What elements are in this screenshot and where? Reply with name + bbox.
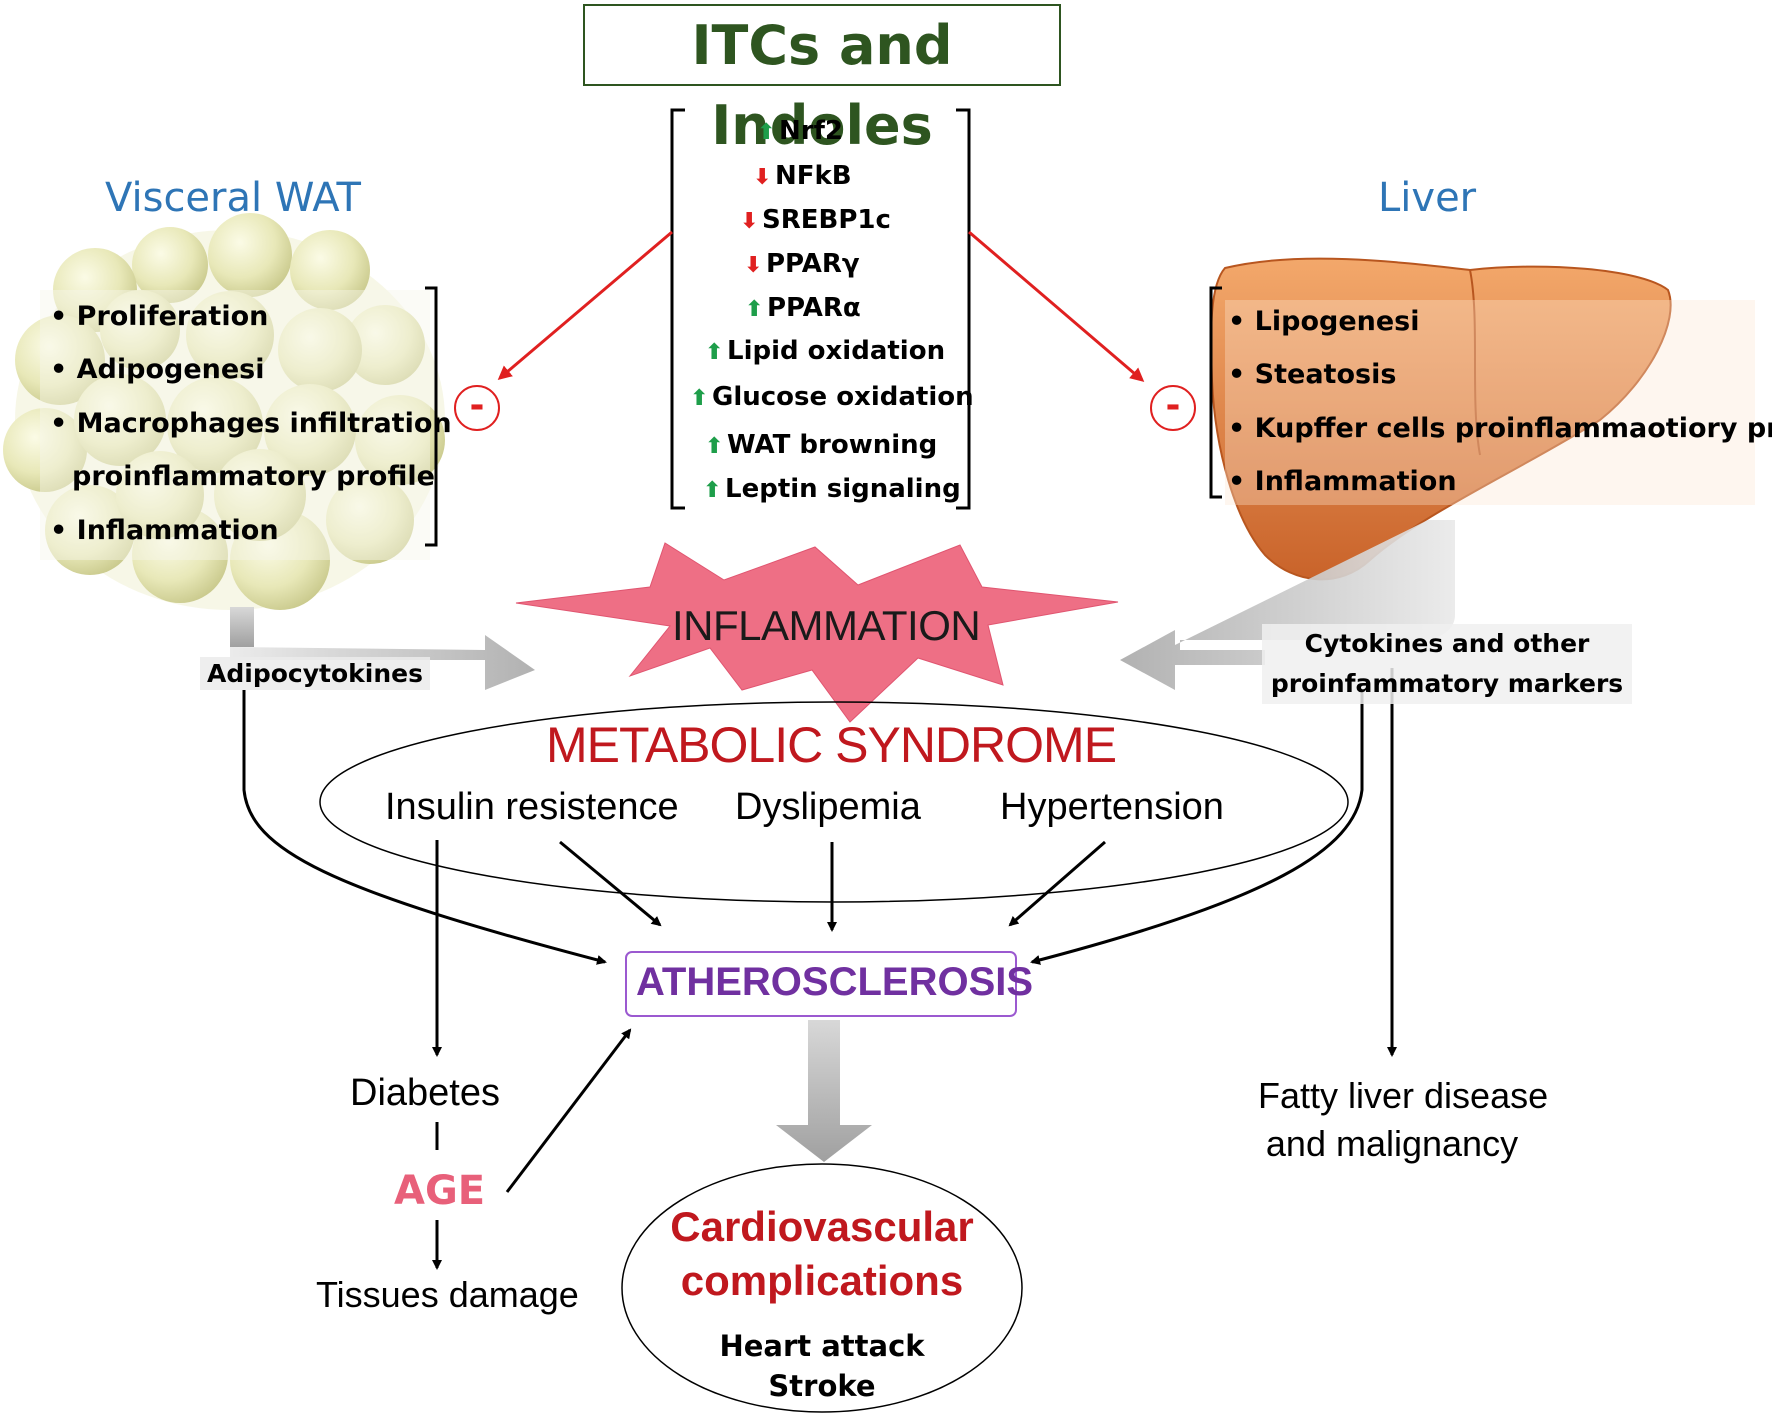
effect-label: Lipid oxidation xyxy=(727,336,946,366)
effect-item: ⬆Lipid oxidation xyxy=(705,336,945,366)
effect-item: ⬆PPARα xyxy=(745,293,861,323)
metabolic-syndrome-title: METABOLIC SYNDROME xyxy=(546,717,1117,773)
effects-bracket-right xyxy=(956,108,971,510)
effect-label: PPARα xyxy=(767,293,861,323)
inflammation-label: INFLAMMATION xyxy=(672,602,981,649)
effect-label: SREBP1c xyxy=(762,205,891,235)
hypertension-label: Hypertension xyxy=(1000,786,1224,828)
arrow-up-icon: ⬆ xyxy=(690,386,709,411)
inflammation-burst xyxy=(515,542,1119,723)
arrow-up-icon: ⬆ xyxy=(705,340,724,365)
wat-bracket xyxy=(425,286,438,547)
cardio-outcome-2: Stroke xyxy=(768,1369,876,1403)
cardio-outcome-1: Heart attack xyxy=(719,1329,925,1363)
hypertension-to-athero-arrow xyxy=(1008,840,1106,927)
cytokines-arrow xyxy=(1120,520,1455,690)
cytokines-line-1: Cytokines and other xyxy=(1304,629,1590,658)
liver-item-1: • Lipogenesi xyxy=(1228,306,1420,337)
title-box: ITCs and Indoles xyxy=(583,4,1061,157)
wat-item-4: proinflammatory profile xyxy=(72,461,435,492)
cardio-title-line-2: complications xyxy=(680,1257,964,1304)
wat-to-athero-arrow xyxy=(242,690,607,965)
wat-item-3: • Macrophages infiltration xyxy=(50,408,452,439)
effect-label: Nrf2 xyxy=(779,116,843,146)
inhibit-arrow-wat xyxy=(497,230,673,380)
effect-label: NFkB xyxy=(775,161,852,191)
fatty-liver-line-2: and malignancy xyxy=(1265,1123,1519,1164)
arrow-up-icon: ⬆ xyxy=(757,120,776,145)
cytokines-label: Cytokines and other proinfammatory marke… xyxy=(1262,624,1632,704)
arrow-down-icon: ⬇ xyxy=(753,165,772,190)
cardio-title: Cardiovascular complications xyxy=(622,1200,1022,1308)
cardio-ellipse xyxy=(621,1163,1023,1413)
arrow-up-icon: ⬆ xyxy=(703,478,722,503)
effect-item: ⬆WAT browning xyxy=(705,430,937,460)
liver-to-athero-arrow xyxy=(1030,690,1364,965)
liver-item-2: • Steatosis xyxy=(1228,359,1397,390)
metabolic-syndrome-ellipse xyxy=(319,701,1349,903)
fatty-liver-line-1: Fatty liver disease xyxy=(1258,1075,1549,1116)
adipocytokines-label: Adipocytokines xyxy=(200,657,430,690)
effect-label: PPARγ xyxy=(766,249,860,279)
wat-title: Visceral WAT xyxy=(105,175,361,221)
liver-title: Liver xyxy=(1378,175,1477,221)
fatty-liver-label: Fatty liver disease and malignancy xyxy=(1258,1072,1549,1168)
effect-label: WAT browning xyxy=(727,430,938,460)
atherosclerosis-label: ATHEROSCLEROSIS xyxy=(636,960,1034,1004)
wat-item-2: • Adipogenesi xyxy=(50,354,265,385)
liver-item-4: • Inflammation xyxy=(1228,466,1457,497)
inhibit-wat-symbol: - xyxy=(454,385,500,431)
athero-to-cardio-arrow xyxy=(776,1020,872,1162)
atherosclerosis-box xyxy=(625,951,1017,1017)
age-to-athero-arrow xyxy=(505,1028,632,1193)
arrow-down-icon: ⬇ xyxy=(740,209,759,234)
insulin-to-athero-arrow xyxy=(559,840,662,927)
wat-item-1: • Proliferation xyxy=(50,301,269,332)
effect-item: ⬆Leptin signaling xyxy=(703,474,961,504)
effect-label: Glucose oxidation xyxy=(712,382,974,412)
tissues-damage-label: Tissues damage xyxy=(316,1274,579,1315)
title-text: ITCs and Indoles xyxy=(691,14,953,157)
insulin-resistence-label: Insulin resistence xyxy=(385,786,679,828)
liver-bracket xyxy=(1209,286,1222,499)
effect-label: Leptin signaling xyxy=(725,474,961,504)
inhibit-liver-symbol: - xyxy=(1150,385,1196,431)
inhibit-arrow-liver xyxy=(968,230,1145,382)
effect-item: ⬆Glucose oxidation xyxy=(690,382,974,412)
effect-item: ⬇SREBP1c xyxy=(740,205,891,235)
effects-bracket-left xyxy=(670,108,685,510)
arrow-down-icon: ⬇ xyxy=(744,253,763,278)
effect-item: ⬆Nrf2 xyxy=(757,116,843,146)
cardio-title-line-1: Cardiovascular xyxy=(670,1203,974,1250)
liver-item-3: • Kupffer cells proinflammaotiory profil… xyxy=(1228,413,1772,444)
arrow-up-icon: ⬆ xyxy=(705,434,724,459)
diabetes-label: Diabetes xyxy=(350,1072,500,1114)
cardio-outcomes: Heart attack Stroke xyxy=(622,1326,1022,1406)
arrow-up-icon: ⬆ xyxy=(745,297,764,322)
effect-item: ⬇PPARγ xyxy=(744,249,860,279)
cytokines-line-2: proinfammatory markers xyxy=(1270,669,1624,698)
adipocytokines-arrow xyxy=(230,607,535,690)
dyslipemia-label: Dyslipemia xyxy=(735,786,921,828)
wat-item-5: • Inflammation xyxy=(50,515,279,546)
age-label: AGE xyxy=(394,1168,486,1214)
adipose-tissue-illustration xyxy=(3,213,445,610)
liver-illustration xyxy=(1210,257,1755,581)
effect-item: ⬇NFkB xyxy=(753,161,852,191)
